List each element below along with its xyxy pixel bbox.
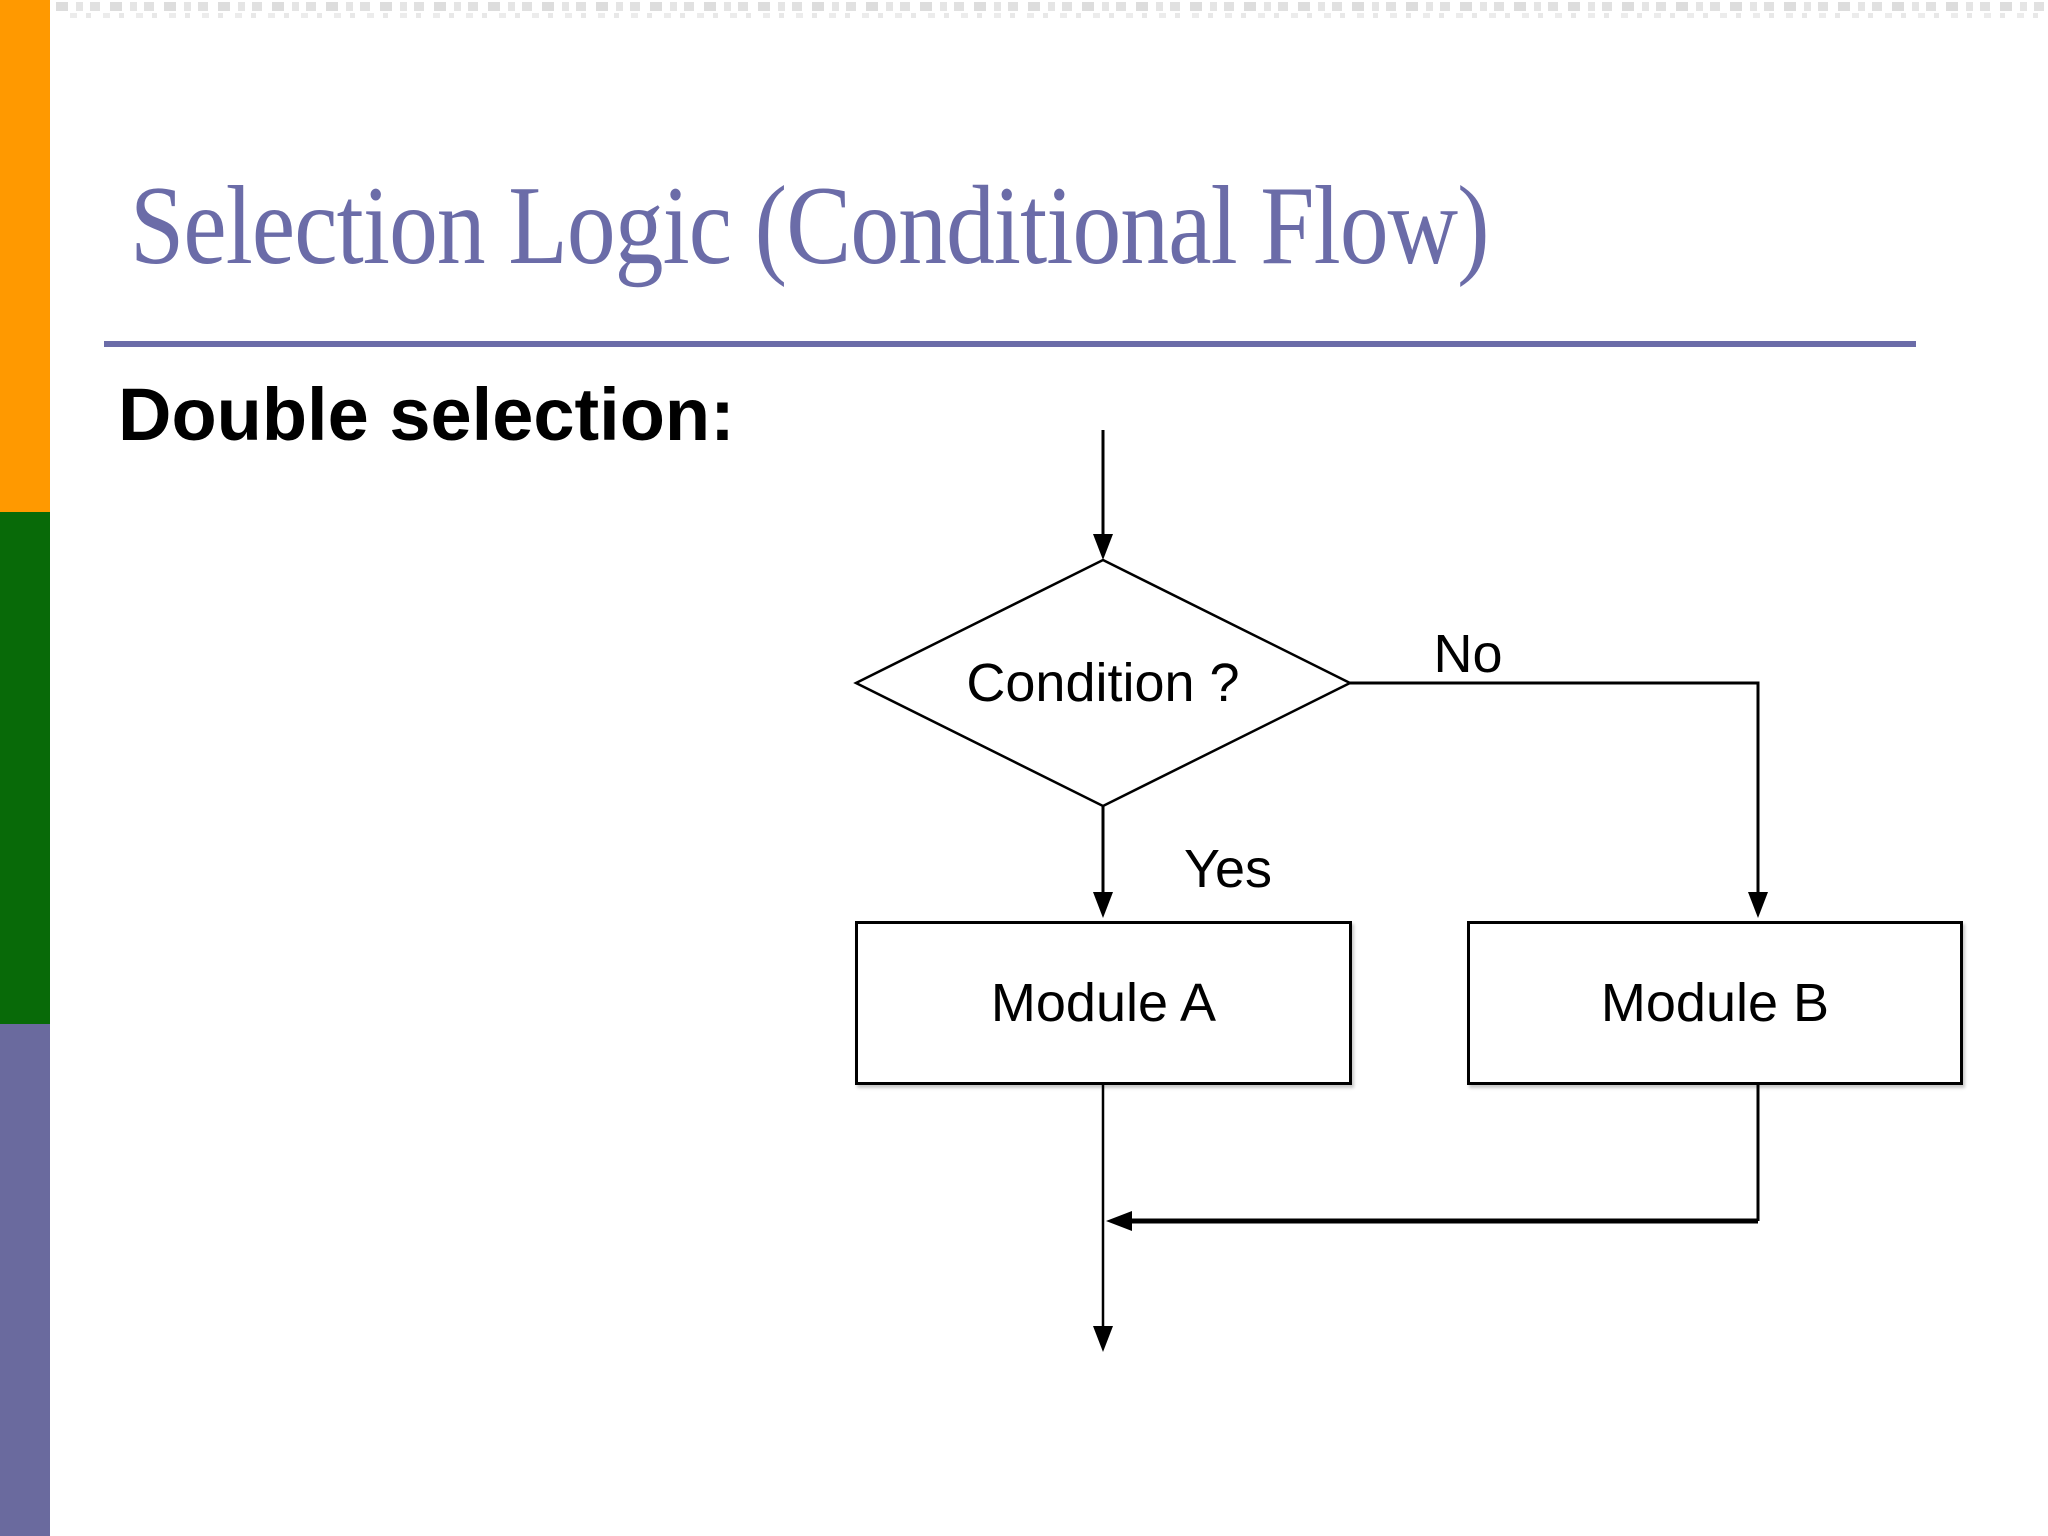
sidebar-accent-purple bbox=[0, 1024, 50, 1536]
decision-label: Condition ? bbox=[966, 653, 1240, 713]
module-a-label: Module A bbox=[990, 973, 1217, 1033]
section-heading: Double selection: bbox=[118, 373, 735, 456]
sidebar-accent-orange bbox=[0, 0, 50, 512]
no-arrowhead-icon bbox=[1748, 892, 1768, 918]
yes-branch-label: Yes bbox=[1183, 839, 1273, 899]
module-a-box: Module A bbox=[855, 921, 1352, 1085]
entry-arrowhead-icon bbox=[1093, 534, 1113, 560]
final-arrowhead-icon bbox=[1093, 1326, 1113, 1352]
module-b-label: Module B bbox=[1600, 973, 1830, 1033]
top-dotted-border bbox=[56, 2, 2048, 11]
module-b-box: Module B bbox=[1467, 921, 1963, 1085]
merge-arrowhead-icon bbox=[1106, 1211, 1132, 1231]
top-dotted-border-secondary bbox=[70, 13, 2048, 18]
page-title: Selection Logic (Conditional Flow) bbox=[130, 164, 1490, 288]
no-branch-label: No bbox=[1433, 624, 1503, 684]
title-underline-rule bbox=[104, 341, 1916, 347]
sidebar-accent-green bbox=[0, 512, 50, 1024]
yes-arrowhead-icon bbox=[1093, 892, 1113, 918]
no-branch-line bbox=[1350, 681, 1760, 898]
